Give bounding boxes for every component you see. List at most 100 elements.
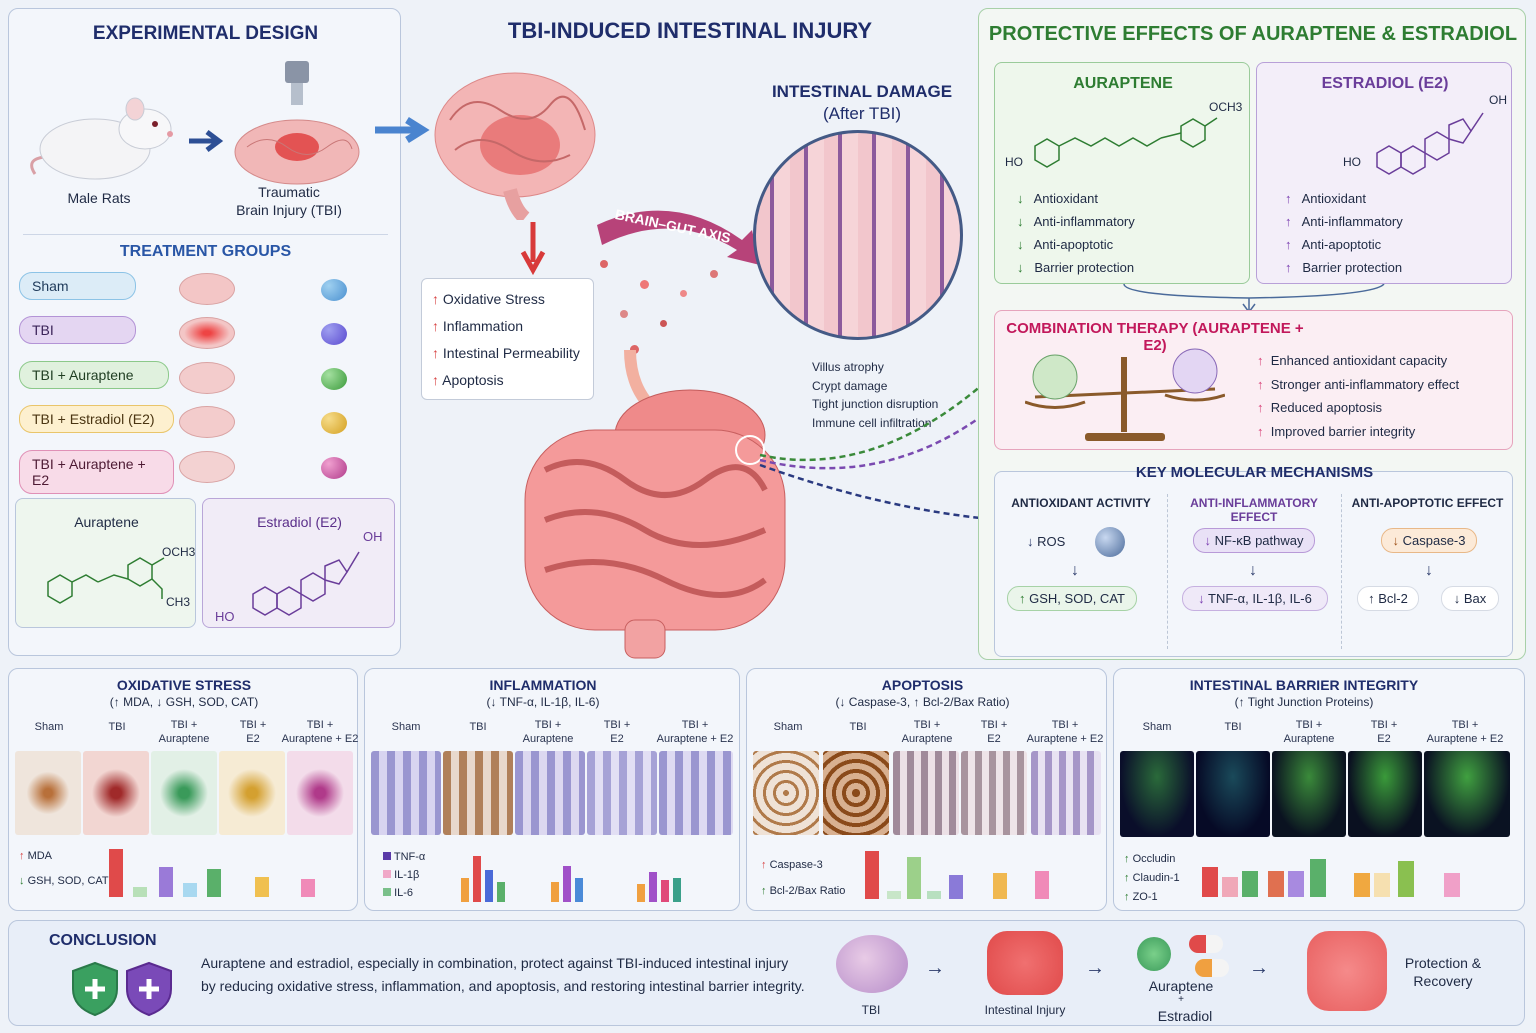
bar <box>993 873 1007 899</box>
estradiol-effects-box: ESTRADIOL (E2) OH HO ↑ Antioxidant ↑ Ant… <box>1256 62 1512 284</box>
brain-icon <box>179 273 235 305</box>
arrow-right-icon: → <box>1085 957 1105 979</box>
inflammation-subtitle: (↓ TNF-α, IL-1β, IL-6) <box>486 695 600 709</box>
auraptene-effect-list: ↓ Antioxidant ↓ Anti-inflammatory ↓ Anti… <box>1017 191 1135 275</box>
protective-title: PROTECTIVE EFFECTS OF AURAPTENE & ESTRAD… <box>988 23 1518 45</box>
capsule-icon <box>1189 935 1223 953</box>
micrograph-thumb <box>83 751 149 835</box>
balance-scale-icon <box>1025 348 1225 441</box>
oxidative-subtitle: (↑ MDA, ↓ GSH, SOD, CAT) <box>109 695 259 709</box>
bar <box>485 870 493 902</box>
micrograph-thumb <box>1031 751 1101 835</box>
micrograph-thumb <box>219 751 285 835</box>
oxidative-stress-panel: OXIDATIVE STRESS (↑ MDA, ↓ GSH, SOD, CAT… <box>8 668 358 911</box>
micrograph-thumb <box>823 751 889 835</box>
bcl2-pill: ↑ Bcl-2 <box>1357 586 1419 611</box>
molecule-icon <box>321 368 347 390</box>
micrograph-thumb <box>1348 751 1422 837</box>
inflammation-title: INFLAMMATION <box>489 677 597 693</box>
bar <box>673 878 681 902</box>
legend-tnf: TNF-α <box>383 851 425 863</box>
group-label: Sham <box>773 721 803 733</box>
estradiol-effect-list: ↑ Antioxidant ↑ Anti-inflammatory ↑ Anti… <box>1285 191 1403 275</box>
auraptene-structure-title: Auraptene <box>74 514 139 530</box>
micrograph-thumb <box>587 751 657 835</box>
legend-caspase: ↑ Caspase-3 <box>761 859 823 871</box>
bar <box>551 882 559 902</box>
auraptene-och3: OCH3 <box>162 545 196 559</box>
group-label: TBI + E2 <box>980 719 1008 745</box>
micrograph-thumb <box>1196 751 1270 837</box>
estradiol-molecule-icon <box>1376 112 1484 175</box>
group-label: TBI + Auraptene + E2 <box>656 719 734 745</box>
estradiol-oh: OH <box>363 529 383 544</box>
legend-occludin: ↑ Occludin <box>1124 853 1176 865</box>
bar <box>159 867 173 897</box>
micrograph-thumb <box>1272 751 1346 837</box>
conclusion-line-1: Auraptene and estradiol, especially in c… <box>201 955 789 971</box>
flow-recovery-label: Recovery <box>1413 973 1473 989</box>
bar <box>1222 877 1238 897</box>
bar <box>1202 867 1218 897</box>
brain-icon <box>836 935 908 993</box>
bar <box>1268 871 1284 897</box>
tbi-label-1: Traumatic <box>258 184 320 200</box>
micrograph-thumb <box>515 751 585 835</box>
oxidative-title: OXIDATIVE STRESS <box>116 677 252 693</box>
arrow-right-icon: → <box>1249 957 1269 979</box>
bar <box>1242 871 1258 897</box>
legend-claudin: ↑ Claudin-1 <box>1124 872 1180 884</box>
tbi-label-2: Brain Injury (TBI) <box>236 202 342 218</box>
group-label: TBI + Auraptene <box>158 719 210 745</box>
shield-plus-icon <box>72 961 118 1017</box>
micrograph-thumb <box>961 751 1027 835</box>
bar <box>473 856 481 902</box>
auraptene-effects-box: AURAPTENE OCH3 HO ↓ Antioxidant ↓ Anti-i… <box>994 62 1250 284</box>
micrograph-thumb <box>893 751 959 835</box>
auraptene-och3: OCH3 <box>1209 100 1243 114</box>
intestinal-damage-title-1: INTESTINAL DAMAGE <box>771 82 953 101</box>
group-pill-tbi-auraptene: TBI + Auraptene <box>19 361 169 389</box>
arrow-down-icon: ↓ <box>1071 562 1079 579</box>
legend-mda: ↑ MDA <box>19 850 53 862</box>
estradiol-oh: OH <box>1489 93 1507 107</box>
bar <box>927 891 941 899</box>
legend-il6: IL-6 <box>383 887 413 899</box>
combination-therapy-box: COMBINATION THERAPY (AURAPTENE + E2) ↑ E… <box>994 310 1513 450</box>
legend-zo1: ↑ ZO-1 <box>1124 891 1158 903</box>
auraptene-molecule-icon <box>1034 117 1218 168</box>
combination-effect-list: ↑ Enhanced antioxidant capacity ↑ Strong… <box>1257 353 1460 439</box>
effect-item: ↑ Apoptosis <box>432 372 504 388</box>
flow-injury-label: Intestinal Injury <box>984 1003 1066 1017</box>
molecule-icon <box>321 323 347 345</box>
bar <box>1288 871 1304 897</box>
group-label: TBI <box>469 721 487 733</box>
group-label: TBI + Auraptene + E2 <box>281 719 359 745</box>
rats-label: Male Rats <box>67 190 131 206</box>
bar <box>301 879 315 897</box>
micrograph-thumb <box>371 751 441 835</box>
arrow-right-icon: → <box>925 957 945 979</box>
inflammation-bars <box>461 852 731 902</box>
ros-molecule-icon <box>1095 527 1125 557</box>
gsh-pill: ↑ GSH, SOD, CAT <box>1007 586 1137 611</box>
estradiol-effects-title: ESTRADIOL (E2) <box>1321 75 1449 92</box>
group-label: TBI + E2 <box>239 719 267 745</box>
caspase-pill: ↓ Caspase-3 <box>1381 528 1477 553</box>
arrow-down-icon: ↓ <box>1249 562 1257 579</box>
estradiol-structure-title: Estradiol (E2) <box>257 514 342 530</box>
micrograph-thumb <box>443 751 513 835</box>
legend-bcl2-bax: ↑ Bcl-2/Bax Ratio <box>761 885 846 897</box>
bar <box>183 883 197 897</box>
bar <box>1310 859 1326 897</box>
effect-item: ↑ Intestinal Permeability <box>432 345 580 361</box>
bar <box>207 869 221 897</box>
bar <box>497 882 505 902</box>
capsule-icon <box>1195 959 1229 977</box>
intestinal-damage-title-2: (After TBI) <box>822 104 902 123</box>
inflammation-panel: INFLAMMATION (↓ TNF-α, IL-1β, IL-6) Sham… <box>364 668 740 911</box>
micrograph-thumb <box>1120 751 1194 837</box>
group-pill-tbi-estradiol: TBI + Estradiol (E2) <box>19 405 174 433</box>
mechanisms-box: KEY MOLECULAR MECHANISMS ANTIOXIDANT ACT… <box>994 464 1513 657</box>
barrier-integrity-panel: INTESTINAL BARRIER INTEGRITY (↑ Tight Ju… <box>1113 668 1525 911</box>
